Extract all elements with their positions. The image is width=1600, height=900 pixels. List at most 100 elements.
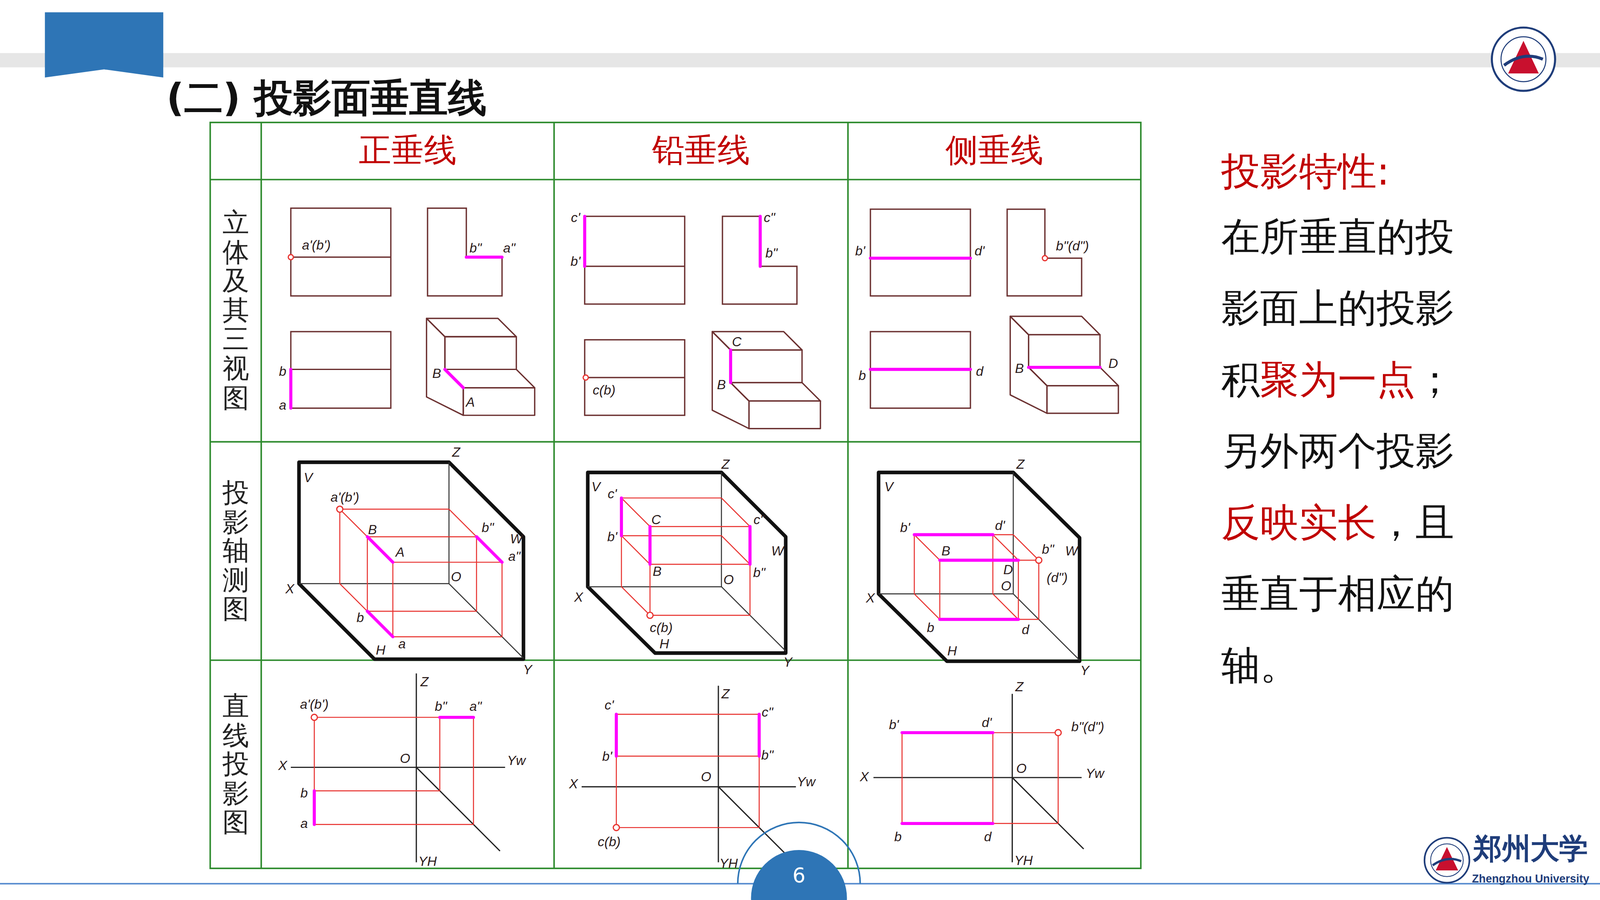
projection-line [748, 526, 752, 565]
point-label: B [367, 522, 377, 538]
three-view-drawing [290, 368, 391, 370]
column-header: 侧垂线 [945, 128, 1044, 174]
projection-ray [615, 714, 617, 828]
point-label: H [947, 643, 957, 659]
point-label: Z [721, 456, 730, 473]
projection-ray [392, 561, 503, 563]
three-view-drawing [426, 318, 535, 416]
table-grid [210, 122, 1141, 869]
projection-ray [621, 535, 650, 565]
projection-ray [758, 714, 760, 828]
point-label: b [894, 829, 902, 845]
point-label: O [700, 768, 712, 785]
projection-line [620, 497, 623, 536]
projection-ray [392, 636, 503, 638]
projection-plane-outline [299, 462, 524, 660]
point-label: a'(b') [300, 696, 329, 712]
property-text-segment: 聚为一点 [1260, 357, 1415, 403]
point-label: a'(b') [330, 489, 360, 505]
projection-axis [449, 583, 524, 659]
point-label: X [860, 768, 869, 785]
projection-plane-outline [587, 472, 786, 653]
point-mark [311, 714, 1062, 831]
projection-ray [313, 717, 315, 825]
projection-axis [1013, 593, 1080, 660]
projection-ray [1038, 560, 1040, 620]
three-view-drawing [722, 216, 798, 305]
footer-band [750, 850, 847, 900]
point-label: b" [469, 240, 482, 256]
projection-ray [340, 497, 1040, 637]
point-label: a'(b') [302, 237, 331, 253]
projection-axis [299, 462, 1080, 660]
table-grid [210, 178, 1141, 181]
point-label: b [927, 620, 935, 636]
table-grid [260, 122, 263, 869]
column-header: 铅垂线 [652, 128, 750, 174]
university-emblem [1432, 858, 1462, 865]
point-label: X [569, 775, 578, 792]
projection-ray [650, 615, 750, 616]
point-label: Z [1015, 679, 1024, 695]
projection-line [757, 714, 761, 756]
point-label: X [278, 757, 288, 773]
point-mark [288, 254, 1048, 380]
projection-ray [314, 824, 474, 825]
three-view-drawing [870, 209, 971, 296]
projection-axis [290, 673, 1084, 863]
university-emblem [1491, 27, 1555, 91]
point-label: V [303, 470, 313, 486]
point-label: W [510, 531, 523, 547]
row-header: 投影轴测图 [222, 477, 250, 624]
point-label: b"(d") [1071, 718, 1105, 735]
three-view-drawing [584, 216, 685, 305]
property-text-segment: 反映实长 [1221, 500, 1377, 545]
point-label: c(b) [592, 382, 616, 398]
point-label: B [432, 365, 442, 382]
projection-axis [717, 685, 720, 863]
projection-ray [340, 509, 393, 563]
point-label: b [279, 363, 287, 380]
projection-axis [448, 462, 450, 584]
point-label: d [975, 363, 984, 380]
university-name-english: Zhengzhou University [1472, 872, 1590, 885]
projection-line [870, 256, 971, 260]
projection-ray [650, 525, 750, 527]
projection-ray [913, 534, 915, 594]
point-label: d [1021, 622, 1030, 638]
point-label: YH [418, 853, 437, 870]
row-header: 直线投影图 [222, 691, 250, 838]
point-label: O [723, 572, 734, 588]
projection-ray [902, 822, 1059, 824]
projection-axis [587, 586, 722, 588]
point-label: c' [607, 486, 617, 502]
university-emblem [1504, 56, 1543, 66]
projection-ray [1057, 732, 1059, 824]
point-label: b [300, 785, 308, 801]
point-mark [613, 824, 620, 831]
projection-line [870, 367, 971, 371]
projection-ray [914, 593, 940, 620]
projection-ray [367, 536, 477, 538]
point-label: X [865, 590, 875, 606]
projection-ray [314, 716, 474, 718]
projection-ray [992, 534, 994, 594]
point-label: W [771, 543, 784, 559]
point-label: a [300, 815, 308, 832]
point-label: B [717, 377, 726, 393]
point-mark [1055, 729, 1062, 736]
three-view-drawing [584, 377, 685, 379]
point-label: D [1108, 355, 1118, 371]
projection-line [940, 558, 1019, 562]
point-label: B [941, 543, 951, 559]
point-label: A [395, 544, 405, 560]
projection-ray [472, 717, 474, 825]
point-label: a [279, 397, 287, 413]
projection-ray [902, 732, 1059, 733]
projection-line [615, 714, 618, 756]
projection-ray [366, 536, 368, 612]
projection-ray [449, 509, 503, 563]
projection-ray [1018, 618, 1039, 620]
projection-line [648, 526, 652, 565]
